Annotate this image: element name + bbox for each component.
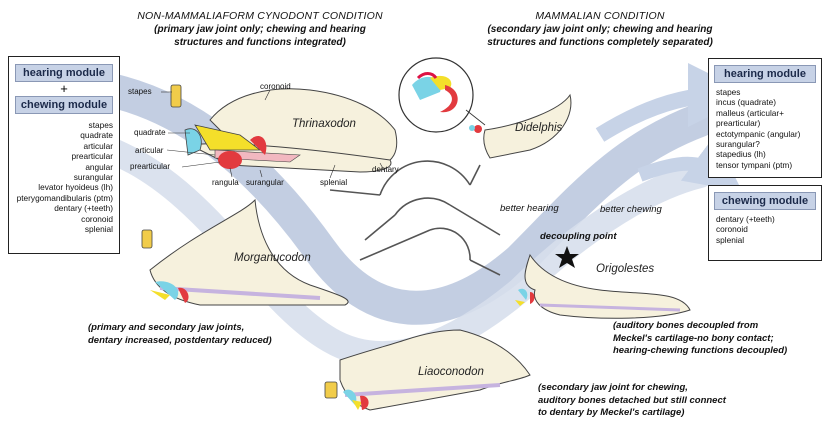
bone-list-item: surangular [73, 172, 113, 183]
origolestes-note-line1: (auditory bones decoupled from [613, 320, 759, 331]
cladogram [329, 160, 501, 276]
bone-list-item: stapedius (lh) [716, 149, 766, 160]
bone-list-item: angular [85, 161, 113, 172]
origolestes-note-line2: Meckel's cartilage-no bony contact; [613, 332, 774, 344]
left-header-title: NON-MAMMALIAFORM CYNODONT CONDITION [137, 10, 383, 22]
label-splenial: splenial [320, 178, 348, 187]
arrow-to-hearing [595, 63, 752, 142]
label-coronoid: coronoid [260, 82, 291, 91]
bone-list-item: dentary (+teeth) [54, 203, 113, 214]
bone-list-item: coronoid [716, 224, 748, 235]
chewing-module-title: chewing module [714, 192, 816, 210]
label-quadrate: quadrate [134, 128, 166, 137]
bone-list-item: quadrate [80, 130, 113, 141]
liaoconodon-note-line1: (secondary jaw joint for chewing, [538, 382, 688, 393]
left-header-sub2: structures and functions integrated) [174, 37, 346, 48]
right-header-title: MAMMALIAN CONDITION [535, 10, 665, 22]
left-header: NON-MAMMALIAFORM CYNODONT CONDITION (pri… [120, 10, 400, 49]
bone-list-item: levator hyoideus (lh) [38, 182, 113, 193]
label-dentary: dentary [372, 165, 399, 174]
liaoconodon-note-line2: auditory bones detached but still connec… [538, 394, 726, 406]
taxon-thrinaxodon: Thrinaxodon [292, 118, 356, 130]
label-leaders [161, 89, 386, 179]
liaoconodon-jaw [324, 329, 531, 411]
morganucodon-jaw [141, 198, 349, 306]
origolestes-note-line3: hearing-chewing functions decoupled) [613, 345, 788, 356]
bone-list-item: splenial [716, 234, 745, 245]
bone-list-item: incus (quadrate) [716, 97, 776, 108]
bone-list-item: prearticular) [716, 118, 761, 129]
didelphis-ear-inset [398, 57, 486, 133]
hearing-module-label: hearing module [15, 64, 113, 82]
didelphis-jaw [469, 93, 572, 159]
label-surangular: surangular [246, 178, 284, 187]
taxon-didelphis: Didelphis [515, 122, 563, 134]
taxon-morganucodon: Morganucodon [234, 252, 311, 264]
morganucodon-note-line1: (primary and secondary jaw joints, [88, 322, 245, 333]
bone-list-item: articular [83, 140, 113, 151]
decoupling-point-label: decoupling point [540, 231, 617, 242]
right-header: MAMMALIAN CONDITION (secondary jaw joint… [460, 10, 740, 49]
right-header-sub2: structures and functions completely sepa… [487, 37, 713, 48]
taxon-liaoconodon: Liaoconodon [418, 366, 484, 378]
right-header-sub1: (secondary jaw joint only; chewing and h… [487, 24, 713, 35]
bone-list-item: surangular? [716, 139, 760, 150]
bone-list-item: stapes [88, 120, 113, 130]
bone-list-item: ectotympanic (angular) [716, 128, 801, 139]
morganucodon-note: (primary and secondary jaw joints, denta… [88, 322, 272, 347]
bone-list-item: coronoid [81, 213, 113, 224]
label-prearticular: prearticular [130, 162, 171, 171]
label-articular: articular [135, 146, 164, 155]
taxon-origolestes: Origolestes [596, 263, 655, 275]
bone-list-item: tensor tympani (ptm) [716, 159, 793, 170]
origolestes-note: (auditory bones decoupled from Meckel's … [613, 320, 787, 358]
better-hearing-label: better hearing [500, 203, 559, 214]
hearing-module-title: hearing module [714, 65, 816, 83]
bone-list-item: stapes [716, 87, 741, 97]
left-header-sub1: (primary jaw joint only; chewing and hea… [154, 24, 366, 35]
bone-list-item: prearticular [71, 151, 113, 162]
plus-sign: + [60, 81, 68, 96]
bone-list-item: splenial [84, 224, 113, 235]
bone-list-item: dentary (+teeth) [716, 214, 775, 224]
bone-list-item: pterygomandibularis (ptm) [16, 192, 113, 203]
thrinaxodon-skull [170, 84, 398, 173]
better-chewing-label: better chewing [600, 204, 662, 215]
chewing-module-label: chewing module [15, 96, 113, 114]
morganucodon-note-line2: dentary increased, postdentary reduced) [88, 334, 272, 346]
bone-list-item: malleus (articular+ [716, 107, 785, 118]
liaoconodon-note: (secondary jaw joint for chewing, audito… [538, 382, 726, 420]
liaoconodon-note-line3: to dentary by Meckel's cartilage) [538, 407, 685, 418]
label-stapes: stapes [128, 87, 152, 96]
origolestes-jaw [515, 246, 691, 319]
label-rangula: rangula [212, 178, 239, 187]
